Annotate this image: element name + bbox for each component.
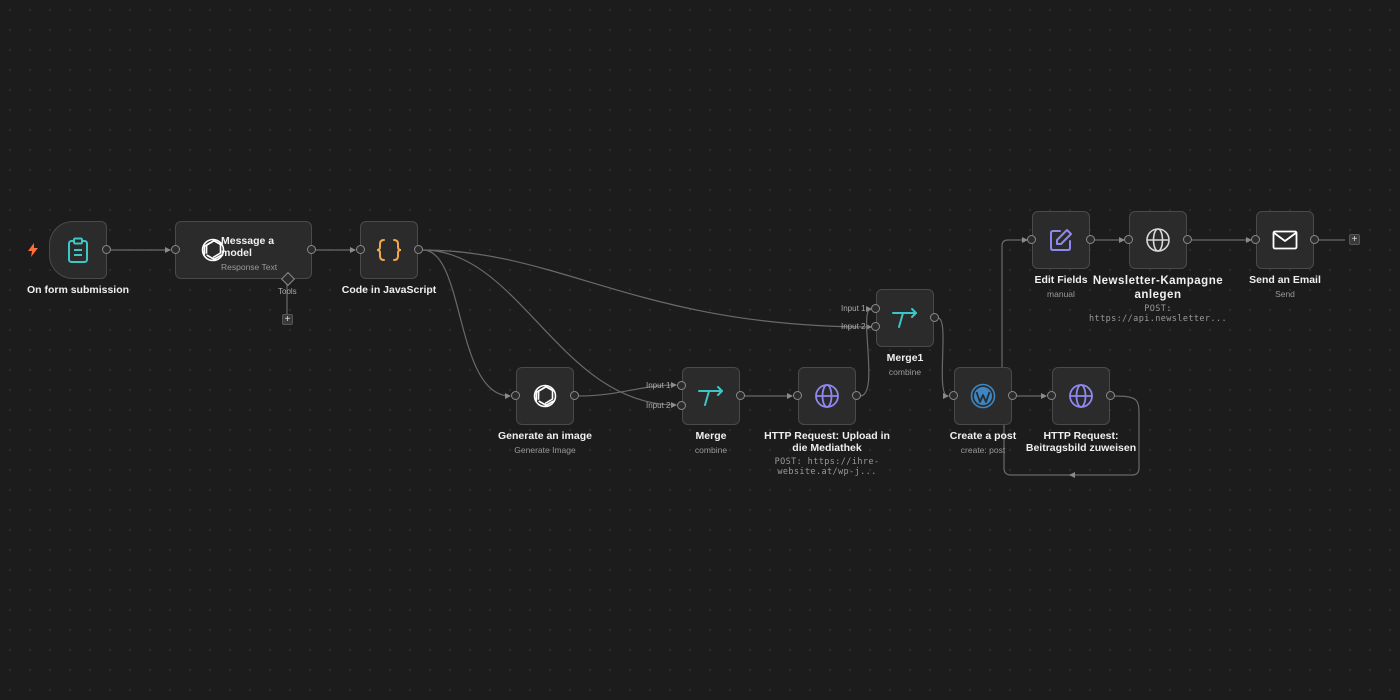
label-http-upload: HTTP Request: Upload in die Mediathek PO… [764, 430, 890, 477]
port-out-merge[interactable] [736, 391, 745, 400]
edge-post-edit [1001, 237, 1028, 370]
globe-icon [815, 384, 839, 408]
node-on-form-submission[interactable] [49, 221, 107, 279]
port-in-newsletter[interactable] [1124, 235, 1133, 244]
edge-merge1-post [937, 317, 949, 399]
port-in-beitrag[interactable] [1047, 391, 1056, 400]
node-message-a-model[interactable]: Message a model Response Text [175, 221, 312, 279]
port-out-message[interactable] [307, 245, 316, 254]
port-out-code[interactable] [414, 245, 423, 254]
label-newsletter: Newsletter-Kampagne anlegen POST: https:… [1089, 275, 1227, 324]
edge-upload-merge1-input1 [859, 306, 872, 397]
node-newsletter-kampagne[interactable] [1129, 211, 1187, 269]
merge-input1-label: Input 1 [646, 381, 671, 390]
edge-image-merge-input1 [577, 382, 677, 397]
port-out-merge1[interactable] [930, 313, 939, 322]
openai-icon [533, 384, 557, 408]
merge-icon [892, 308, 917, 328]
label-merge: Merge combine [694, 430, 728, 455]
port-out-form[interactable] [102, 245, 111, 254]
label-generate-image: Generate an image Generate Image [498, 430, 592, 455]
node-send-an-email[interactable] [1256, 211, 1314, 269]
label-code: Code in JavaScript [341, 284, 437, 296]
port-out-upload[interactable] [852, 391, 861, 400]
label-on-form-submission: On form submission [26, 284, 130, 296]
merge-input2-label: Input 2 [646, 401, 671, 410]
port-out-newsletter[interactable] [1183, 235, 1192, 244]
edge-code-merge-input2 [422, 249, 677, 408]
label-edit-fields: Edit Fields manual [1034, 274, 1088, 299]
node-create-a-post[interactable] [954, 367, 1012, 425]
port-out-image[interactable] [570, 391, 579, 400]
edge-code-merge1-input2 [422, 249, 872, 330]
merge1-input1-label: Input 1 [841, 304, 866, 313]
port-in-image[interactable] [511, 391, 520, 400]
label-create-post: Create a post create: post [949, 430, 1017, 455]
port-in1-merge[interactable] [677, 381, 686, 390]
label-http-beitrag: HTTP Request: Beitragsbild zuweisen [1025, 430, 1137, 454]
port-out-beitrag[interactable] [1106, 391, 1115, 400]
port-in-post[interactable] [949, 391, 958, 400]
port-in-code[interactable] [356, 245, 365, 254]
node-generate-an-image[interactable] [516, 367, 574, 425]
add-node-button[interactable]: + [1349, 234, 1360, 245]
merge-icon [698, 386, 723, 406]
port-in-email[interactable] [1251, 235, 1260, 244]
add-tool-button[interactable]: + [282, 314, 293, 325]
port-out-email[interactable] [1310, 235, 1319, 244]
merge1-input2-label: Input 2 [841, 322, 866, 331]
label-merge1: Merge1 combine [886, 352, 924, 377]
port-in-edit[interactable] [1027, 235, 1036, 244]
globe-icon [1146, 228, 1170, 252]
lightning-icon [28, 243, 38, 257]
port-in-upload[interactable] [793, 391, 802, 400]
node-merge1[interactable] [876, 289, 934, 347]
node-edit-fields[interactable] [1032, 211, 1090, 269]
tools-label: Tools [278, 287, 297, 296]
braces-icon [376, 239, 402, 261]
port-in2-merge1[interactable] [871, 322, 880, 331]
openai-icon [201, 238, 225, 262]
port-out-edit[interactable] [1086, 235, 1095, 244]
globe-icon [1069, 384, 1093, 408]
port-in-message[interactable] [171, 245, 180, 254]
mail-icon [1272, 230, 1298, 250]
edge-beitrag-loop [1003, 395, 1140, 476]
port-in2-merge[interactable] [677, 401, 686, 410]
message-subtitle: Response Text [221, 262, 278, 272]
node-http-beitragsbild[interactable] [1052, 367, 1110, 425]
clipboard-icon [68, 237, 88, 263]
edit-icon [1050, 229, 1072, 251]
label-send-email: Send an Email Send [1249, 274, 1321, 299]
port-out-post[interactable] [1008, 391, 1017, 400]
port-in1-merge1[interactable] [871, 304, 880, 313]
node-code-in-javascript[interactable] [360, 221, 418, 279]
edge-code-image [422, 249, 511, 399]
wordpress-icon [970, 383, 996, 409]
message-title: Message a model [221, 235, 275, 259]
node-merge[interactable] [682, 367, 740, 425]
